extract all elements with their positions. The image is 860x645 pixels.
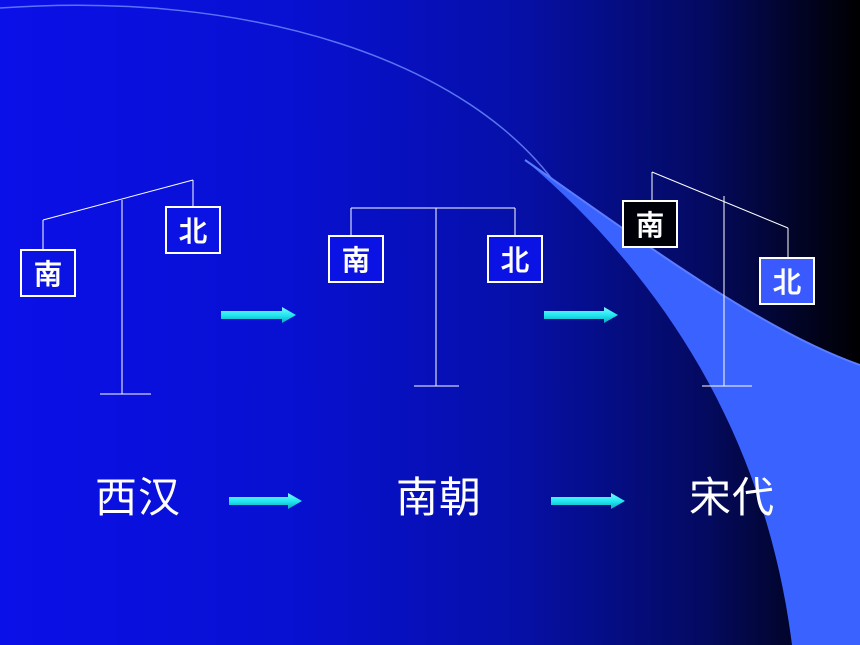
nanchao-south-box: 南 (328, 235, 384, 283)
swoosh-band (525, 160, 860, 645)
songdai-south-box: 南 (622, 200, 678, 248)
arrow-right-icon (551, 493, 625, 509)
era-label-xihan: 西汉 (95, 473, 182, 522)
arrow-right-icon (229, 493, 302, 509)
nanchao-north-box: 北 (487, 235, 543, 283)
swoosh-arc-thin (0, 4, 561, 191)
era-label-nanchao: 南朝 (396, 473, 483, 522)
era-label-songdai: 宋代 (689, 473, 776, 522)
swoosh-band-edge (524, 159, 860, 366)
xihan-south-box: 南 (20, 249, 76, 297)
songdai-north-box: 北 (759, 257, 815, 305)
scale-xihan-beam (42, 179, 194, 221)
scale-songdai (651, 171, 789, 387)
scale-nanchao (350, 207, 516, 387)
xihan-north-box: 北 (165, 206, 221, 254)
scale-songdai-beam (651, 171, 789, 229)
arrow-right-icon (221, 307, 296, 323)
arrow-right-icon (544, 307, 618, 323)
scale-xihan (42, 179, 194, 395)
